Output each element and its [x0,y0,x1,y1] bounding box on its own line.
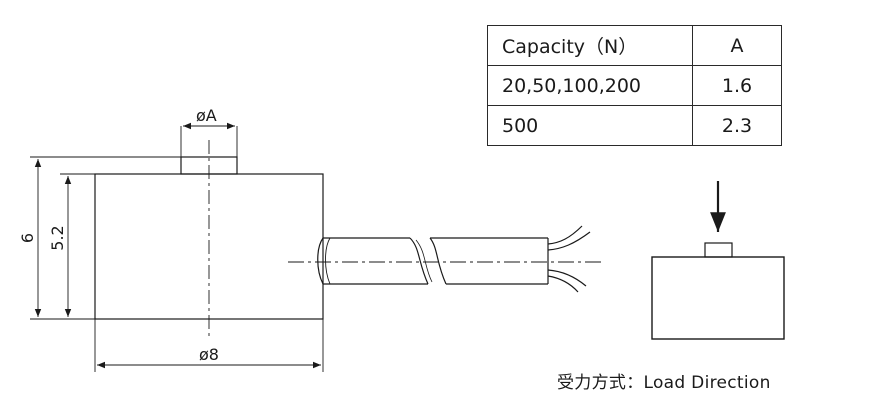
sensor-body [94,140,324,338]
load-direction-diagram [651,181,785,340]
table-cell-capacity: 500 [487,105,693,146]
capacity-table: Capacity（N） A 20,50,100,200 1.6 500 2.3 [487,25,782,146]
sensor-cable [288,225,604,293]
dimension-lines [30,122,324,372]
dim-total-height: 6 [18,233,37,243]
load-direction-caption: 受力方式：Load Direction [557,373,771,393]
table-cell-a: 1.6 [692,65,782,106]
table-header-row: Capacity（N） A [487,25,782,66]
table-header-capacity: Capacity（N） [487,25,693,66]
table-header-a: A [692,25,782,66]
table-cell-capacity: 20,50,100,200 [487,65,693,106]
dim-pin-diameter: øA [196,106,217,125]
table-row: 500 2.3 [487,105,782,146]
dim-body-diameter: ø8 [199,345,219,364]
dim-body-height: 5.2 [48,225,67,250]
table-cell-a: 2.3 [692,105,782,146]
table-row: 20,50,100,200 1.6 [487,65,782,106]
